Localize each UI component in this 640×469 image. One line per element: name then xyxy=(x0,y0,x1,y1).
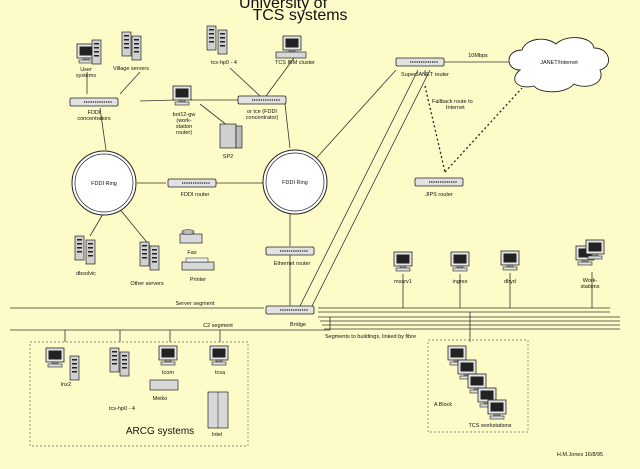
sp2-cabinet-side xyxy=(235,125,243,149)
tcs-workstations-box xyxy=(427,339,529,433)
a-block-computer-5 xyxy=(487,399,507,420)
fddi-ring-left xyxy=(71,150,137,216)
fddi-ring-right xyxy=(262,149,328,215)
dbyd-label: dbyd xyxy=(504,279,516,285)
village-servers-tower-1 xyxy=(121,31,132,57)
ingres-computer xyxy=(450,251,470,272)
tcs-hp-arcg-label: tcs-hp0 - 4 xyxy=(109,406,135,412)
sp2-label: SP2 xyxy=(223,154,233,160)
other-servers-tower-2 xyxy=(149,245,160,271)
tcsa-label: tcsa xyxy=(215,370,226,376)
village-servers-tower-2 xyxy=(131,35,142,61)
sp2-cabinet xyxy=(219,123,237,149)
mssrv1-label: mssrv1 xyxy=(394,279,412,285)
fax-label: Fax xyxy=(187,250,196,256)
connection-lines xyxy=(10,57,620,342)
janet-internet-cloud xyxy=(508,37,609,93)
meiko-label: Meiko xyxy=(153,396,168,402)
arcg-systems-box xyxy=(29,341,249,447)
title-line1: University of xyxy=(239,0,328,12)
meiko-cabinet xyxy=(149,379,179,391)
village-servers-label: Village servers xyxy=(113,66,149,72)
lnx2-computer xyxy=(45,347,65,368)
a-block-label: A Block xyxy=(434,402,453,408)
jips-router-device xyxy=(414,177,464,187)
fallback-route-line xyxy=(424,85,523,173)
fddi-ring-left-inner xyxy=(74,153,134,213)
tcs-hp-arcg-tower-2 xyxy=(119,351,130,377)
mssrv1-computer xyxy=(393,251,413,272)
signature-label: H.M.Jones 16/8/95 xyxy=(557,452,603,458)
title-line2: TCS systems xyxy=(252,7,347,24)
fddi-ring-right-inner xyxy=(265,152,325,212)
ingres-label: ingres xyxy=(453,279,468,285)
tcs-workstations-label: TCS workstations xyxy=(468,423,511,429)
tcs-hp-tower-2 xyxy=(217,29,228,55)
ethernet-router-label: Ethernet router xyxy=(274,261,311,267)
tcom-computer xyxy=(158,345,178,366)
tcsa-computer xyxy=(209,345,229,366)
dbsolvic-tower-1 xyxy=(74,235,85,261)
tcom-label: tcom xyxy=(162,370,174,376)
bridge-device xyxy=(265,305,315,315)
segments-buildings-label: Segments to buildings, linked by fibre xyxy=(325,334,416,340)
fddi-concentrators-device xyxy=(69,97,119,107)
bridge-label: Bridge xyxy=(290,322,306,328)
tcs-ibm-label: TCS IBM cluster xyxy=(275,60,315,66)
tcs-fddi-concentrator xyxy=(237,95,287,105)
tcs-hp-arcg-tower-1 xyxy=(109,347,120,373)
fddi-router-label: FDDI router xyxy=(181,192,210,198)
intel-label: Intel xyxy=(212,432,222,438)
superjanet-router-device xyxy=(395,57,445,67)
tcs-hp-tower-1 xyxy=(206,25,217,51)
ethernet-router-device xyxy=(265,246,315,256)
fddi-router-device xyxy=(167,178,217,188)
dbsolvic-tower-2 xyxy=(85,239,96,265)
bot-gw-computer xyxy=(172,85,192,106)
server-segment-label: Server segment xyxy=(176,301,215,307)
other-servers-label: Other servers xyxy=(130,281,164,287)
tcs-ibm-base xyxy=(275,51,307,59)
janet-internet-label: JANET/Internet xyxy=(540,60,578,66)
lnx2-tower xyxy=(69,355,80,381)
user-systems-tower xyxy=(91,39,102,65)
workstations-computer-2 xyxy=(585,239,605,260)
c2-segment-label: C2 segment xyxy=(203,323,233,329)
fax-machine xyxy=(179,229,203,244)
other-servers-tower-1 xyxy=(139,241,150,267)
tcs-hp-label: tcs-hp0 - 4 xyxy=(211,60,237,66)
fddi-ring-left-label: FDDI Ring xyxy=(91,181,117,187)
printer-label: Printer xyxy=(190,277,206,283)
lnx2-label: lnx2 xyxy=(61,382,71,388)
speed-label: 10Mbps xyxy=(468,53,488,59)
workstations-label: Work-stations xyxy=(581,278,600,290)
dbsolvic-label: dbsolvic xyxy=(76,271,96,277)
printer-device xyxy=(181,257,215,271)
fddi-ring-right-label: FDDI Ring xyxy=(282,180,308,186)
dbyd-computer xyxy=(500,250,520,271)
jips-router-label: JIPS router xyxy=(425,192,453,198)
superjanet-router-label: SuperJANET router xyxy=(401,72,449,78)
arcg-label: ARCG systems xyxy=(126,426,194,437)
